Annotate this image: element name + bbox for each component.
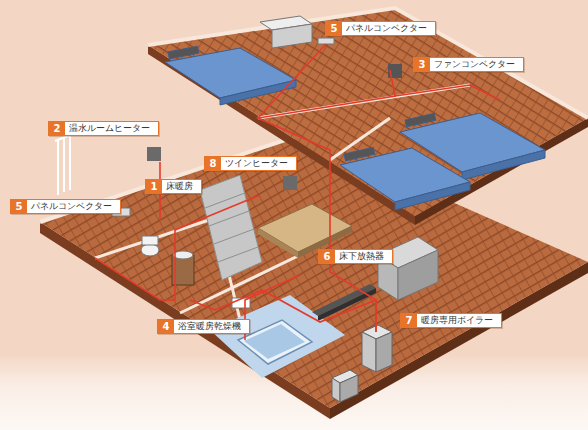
callout-number: 8 — [205, 157, 221, 170]
callout-label: パネルコンベクター — [342, 22, 435, 35]
callout-box: 3ファンコンベクター — [413, 57, 524, 72]
callout-box: 5パネルコンベクター — [325, 21, 436, 36]
callout-label: 浴室暖房乾燥機 — [174, 320, 249, 333]
callout-label: 床下放熱器 — [335, 250, 392, 263]
callout-box: 7暖房専用ボイラー — [400, 313, 502, 328]
callout-number: 3 — [414, 58, 430, 71]
lower-floor — [40, 135, 588, 419]
callout-box: 5パネルコンベクター — [10, 199, 121, 214]
callout-box: 4浴室暖房乾燥機 — [157, 319, 250, 334]
callout-number: 4 — [158, 320, 174, 333]
callout-label: 床暖房 — [162, 180, 201, 193]
callout-box: 2温水ルームヒーター — [48, 121, 159, 136]
callout-label: 暖房専用ボイラー — [417, 314, 501, 327]
callout-number: 5 — [326, 22, 342, 35]
callout-number: 1 — [146, 180, 162, 193]
callout-number: 5 — [11, 200, 27, 213]
callout-number: 7 — [401, 314, 417, 327]
callout-number: 6 — [319, 250, 335, 263]
callout-box: 8ツインヒーター — [204, 156, 297, 171]
handrail — [55, 134, 73, 195]
callout-number: 2 — [49, 122, 65, 135]
upper-floor — [148, 8, 588, 225]
callout-label: ツインヒーター — [221, 157, 296, 170]
callout-label: 温水ルームヒーター — [65, 122, 158, 135]
callout-box: 1床暖房 — [145, 179, 202, 194]
callout-label: パネルコンベクター — [27, 200, 120, 213]
callout-label: ファンコンベクター — [430, 58, 523, 71]
callout-box: 6床下放熱器 — [318, 249, 393, 264]
